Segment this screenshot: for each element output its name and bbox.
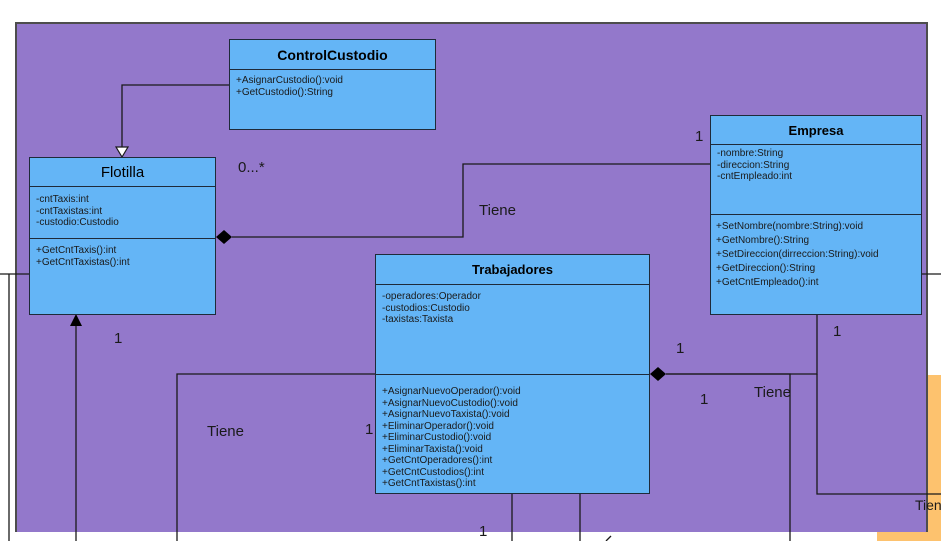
method: +AsignarNuevoOperador():void <box>382 386 521 397</box>
composition-diamond-trabajadores <box>650 367 666 381</box>
association-name-label: Tiene <box>207 423 244 440</box>
attribute: -taxistas:Taxista <box>382 314 454 325</box>
association-name-label: Tiene <box>754 384 791 401</box>
inheritance-arrowhead <box>114 146 130 159</box>
class-trabajadores[interactable]: Trabajadores -operadores:Operador -custo… <box>375 254 650 494</box>
composition-diamond-flotilla <box>216 230 232 244</box>
attribute: -custodio:Custodio <box>36 217 119 228</box>
method: +EliminarTaxista():void <box>382 443 483 455</box>
attributes-section: -cntTaxis:int -cntTaxistas:int -custodio… <box>30 187 215 239</box>
method: +GetCntTaxistas():int <box>36 256 130 268</box>
line-trabajadores-left[interactable] <box>176 373 375 541</box>
multiplicity-label: 1 <box>479 523 488 540</box>
class-empresa[interactable]: Empresa -nombre:String -direccion:String… <box>710 115 922 315</box>
attribute: -cntTaxis:int <box>36 194 89 205</box>
method: +AsignarCustodio():void <box>236 75 343 86</box>
composition-line-flotilla-empresa[interactable] <box>232 163 711 238</box>
attributes-section: -operadores:Operador -custodios:Custodio… <box>376 285 649 375</box>
attribute: -cntTaxistas:int <box>36 205 103 217</box>
attribute: -nombre:String <box>717 148 784 159</box>
class-name: Flotilla <box>30 158 215 187</box>
method: +GetCustodio():String <box>236 86 333 98</box>
multiplicity-label: 1 <box>365 421 374 438</box>
line-empresa-bottom[interactable] <box>816 374 941 495</box>
class-name: Empresa <box>711 116 921 145</box>
multiplicity-label: 1 <box>833 323 842 340</box>
method: +EliminarOperador():void <box>382 420 494 432</box>
method: +AsignarNuevoCustodio():void <box>382 397 518 409</box>
class-flotilla[interactable]: Flotilla -cntTaxis:int -cntTaxistas:int … <box>29 157 216 315</box>
method: +EliminarCustodio():void <box>382 432 492 443</box>
association-arrowhead <box>70 314 82 326</box>
methods-section: +AsignarNuevoOperador():void +AsignarNue… <box>376 375 649 490</box>
composition-line-trabajadores-empresa[interactable] <box>666 315 818 375</box>
methods-section: +AsignarCustodio():void +GetCustodio():S… <box>230 70 435 98</box>
method: +SetNombre(nombre:String):void <box>716 221 864 232</box>
class-name: ControlCustodio <box>230 40 435 70</box>
method: +GetCntTaxis():int <box>36 245 117 256</box>
line-trabajadores-right-down[interactable] <box>666 373 791 541</box>
method: +GetCntOperadores():int <box>382 455 493 466</box>
class-controlcustodio[interactable]: ControlCustodio +AsignarCustodio():void … <box>229 39 436 130</box>
method: +GetCntEmpleado():int <box>716 277 819 288</box>
small-tick <box>605 535 612 541</box>
attribute: -cntEmpleado:int <box>717 171 793 182</box>
inheritance-line[interactable] <box>121 84 229 147</box>
multiplicity-label: 1 <box>676 340 685 357</box>
method: +AsignarNuevoTaxista():void <box>382 409 510 420</box>
attribute: -custodios:Custodio <box>382 302 470 314</box>
multiplicity-label: 1 <box>114 330 123 347</box>
methods-section: +SetNombre(nombre:String):void +GetNombr… <box>711 215 921 290</box>
method: +SetDireccion(dirreccion:String):void <box>716 249 879 260</box>
attribute: -operadores:Operador <box>382 291 481 302</box>
multiplicity-label: 0...* <box>238 159 265 176</box>
attributes-section: -nombre:String -direccion:String -cntEmp… <box>711 145 921 215</box>
class-name: Trabajadores <box>376 255 649 285</box>
association-name-label: Tien <box>915 497 941 513</box>
association-name-label: Tiene <box>479 202 516 219</box>
attribute: -direccion:String <box>717 159 790 171</box>
method: +GetCntTaxistas():int <box>382 478 476 489</box>
method: +GetNombre():String <box>716 235 810 246</box>
method: +GetCntCustodios():int <box>382 466 484 478</box>
method: +GetDireccion():String <box>716 263 816 274</box>
multiplicity-label: 1 <box>700 391 709 408</box>
multiplicity-label: 1 <box>695 128 704 145</box>
methods-section: +GetCntTaxis():int +GetCntTaxistas():int <box>30 239 215 268</box>
